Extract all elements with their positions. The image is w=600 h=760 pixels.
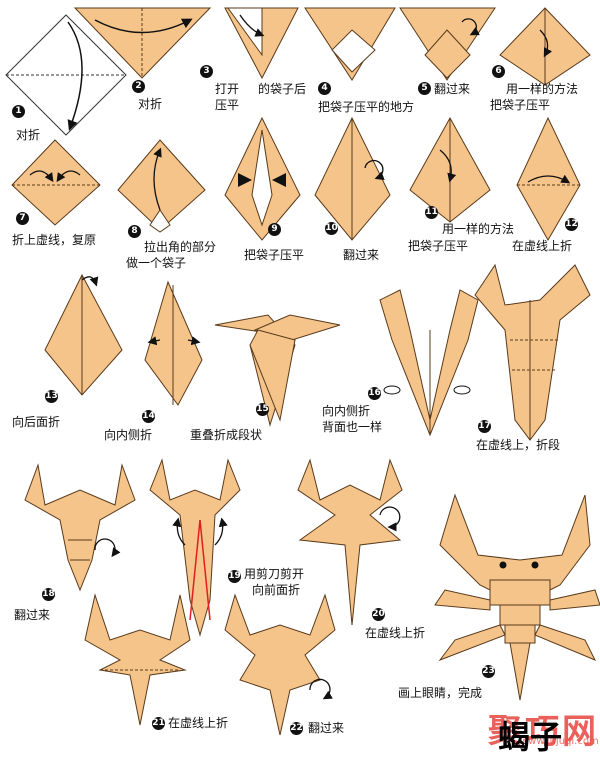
step-10-diagram: [314, 116, 391, 241]
step-8-label-a: 拉出角的部分: [144, 240, 217, 254]
step-19-diagram: [149, 458, 241, 637]
step-11-label-a: 用一样的方法: [442, 222, 515, 236]
step-22-label: 翻过来: [308, 721, 345, 735]
step-number-badge: 17: [478, 420, 491, 433]
step-6-diagram: [499, 7, 591, 86]
step-20-diagram: [297, 458, 403, 626]
step-1-label: 对折: [16, 128, 41, 142]
step-10-label: 翻过来: [343, 248, 380, 262]
step-14-diagram: [144, 280, 203, 406]
step-4-label: 把袋子压平的地方: [318, 100, 415, 114]
watermark-brand: 聚巧网: [488, 712, 599, 752]
step-3-label-a: 打开: [215, 82, 240, 96]
step-4-diagram: [304, 7, 396, 81]
step-14-label: 向内侧折: [104, 428, 153, 442]
step-18-label: 翻过来: [14, 608, 51, 622]
step-number-badge: 7: [16, 212, 29, 225]
step-number-badge: 16: [368, 387, 381, 400]
step-3-label-b: 的袋子后: [258, 82, 307, 96]
step-number-badge: 9: [268, 223, 281, 236]
step-2-diagram: [73, 7, 212, 79]
step-number-badge: 21: [152, 717, 165, 730]
step-2-label: 对折: [138, 97, 163, 111]
step-8-label-b: 做一个袋子: [126, 256, 187, 270]
step-15-label: 重叠折成段状: [190, 428, 263, 442]
step-number-badge: 6: [492, 65, 505, 78]
step-15-diagram: [214, 314, 341, 427]
step-number-badge: 2: [132, 80, 145, 93]
step-6-label-a: 用一样的方法: [506, 82, 579, 96]
step-5-diagram: [399, 7, 496, 81]
eye-left-icon: [499, 561, 507, 569]
page-title: 蝎子: [498, 718, 563, 756]
step-21-diagram: [84, 593, 191, 726]
step-18-diagram: [24, 463, 136, 592]
step-number-badge: 18: [42, 588, 55, 601]
step-number-badge: 12: [565, 218, 578, 231]
step-5-label: 翻过来: [434, 82, 471, 96]
step-number-badge: 4: [318, 82, 331, 95]
step-number-badge: 23: [482, 665, 495, 678]
step-number-badge: 11: [425, 206, 438, 219]
step-23-diagram: [434, 493, 600, 701]
step-7-label: 折上虚线，复原: [12, 233, 97, 247]
step-23-label: 画上眼睛，完成: [398, 686, 483, 700]
step-number-badge: 1: [12, 105, 25, 118]
step-number-badge: 22: [290, 722, 303, 735]
eye-right-icon: [531, 561, 539, 569]
step-16-label-a: 向内侧折: [322, 404, 371, 418]
step-13-diagram: [44, 273, 123, 396]
step-11-label-b: 把袋子压平: [408, 239, 469, 253]
step-number-badge: 10: [325, 222, 338, 235]
step-11-diagram: [409, 116, 491, 223]
step-number-badge: 20: [372, 608, 385, 621]
step-9-label: 把袋子压平: [244, 248, 305, 262]
step-16-diagram: [379, 289, 479, 437]
step-6-label-b: 把袋子压平: [490, 98, 551, 112]
step-number-badge: 19: [228, 570, 241, 583]
step-1-diagram: [5, 14, 127, 136]
step-3-diagram: [224, 7, 299, 80]
step-number-badge: 3: [200, 65, 213, 78]
step-20-label: 在虚线上折: [365, 626, 426, 640]
step-12-label: 在虚线上折: [512, 239, 573, 253]
step-22-diagram: [224, 593, 336, 736]
step-17-label: 在虚线上，折段: [476, 438, 561, 452]
step-number-badge: 8: [128, 225, 141, 238]
watermark-url: www.jujuqi.com: [520, 736, 599, 747]
step-9-diagram: [224, 116, 301, 241]
step-16-label-b: 背面也一样: [322, 420, 383, 434]
step-21-label: 在虚线上折: [168, 716, 229, 730]
step-17-diagram: [474, 263, 591, 441]
step-19-label-a: 用剪刀剪开: [244, 567, 305, 581]
step-number-badge: 13: [45, 390, 58, 403]
step-number-badge: 14: [142, 410, 155, 423]
step-3-label-c: 压平: [215, 98, 240, 112]
step-number-badge: 15: [256, 403, 269, 416]
step-13-label: 向后面折: [12, 415, 61, 429]
step-8-diagram: [117, 139, 206, 233]
step-19-label-b: 向前面折: [252, 583, 301, 597]
step-number-badge: 5: [418, 82, 431, 95]
step-12-diagram: [516, 116, 581, 242]
step-7-diagram: [11, 139, 101, 226]
